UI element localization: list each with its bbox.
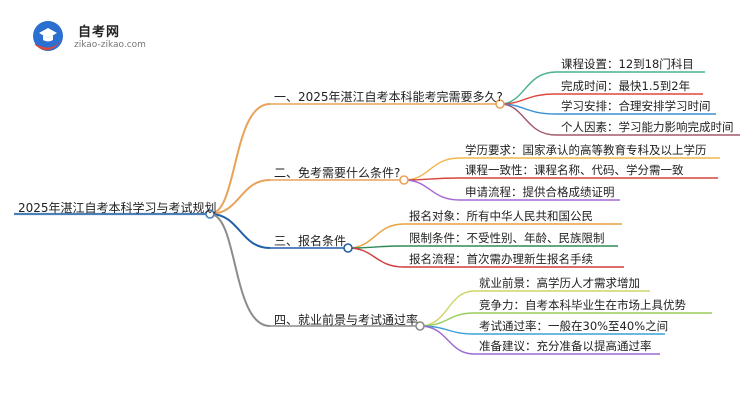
- connector-leaf-2-2: [403, 177, 718, 181]
- connector-leaf-4-2: [419, 312, 712, 327]
- connector-leaf-2-3: [403, 179, 620, 201]
- branch-registration[interactable]: 三、报名条件: [274, 234, 347, 248]
- branch-exemption[interactable]: 二、免考需要什么条件?: [274, 166, 401, 180]
- branch-1-node: [495, 99, 505, 109]
- site-logo[interactable]: 自考网 zikao-zikao.com: [30, 18, 170, 54]
- leaf-application-process[interactable]: 申请流程：提供合格成绩证明: [465, 185, 615, 199]
- branch-employment[interactable]: 四、就业前景与考试通过率: [274, 313, 419, 327]
- connector-leaf-1-4: [499, 103, 740, 136]
- branch-4-node: [415, 321, 425, 331]
- connector-leaf-3-2: [347, 245, 618, 249]
- leaf-preparation-advice[interactable]: 准备建议：充分准备以提高通过率: [479, 339, 652, 353]
- connector-leaf-3-3: [347, 247, 624, 268]
- branch-3-node: [343, 243, 353, 253]
- brand-url: zikao-zikao.com: [74, 40, 146, 50]
- leaf-employment-prospects[interactable]: 就业前景：高学历人才需求增加: [479, 276, 640, 290]
- leaf-education-requirement[interactable]: 学历要求：国家承认的高等教育专科及以上学历: [465, 143, 707, 157]
- leaf-pass-rate[interactable]: 考试通过率：一般在30%至40%之间: [479, 319, 669, 333]
- leaf-course-consistency[interactable]: 课程一致性：课程名称、代码、学分需一致: [465, 163, 684, 177]
- connector-leaf-1-2: [499, 93, 703, 105]
- mindmap-root[interactable]: 2025年湛江自考本科学习与考试规划: [18, 201, 217, 215]
- connector-branch-4: [209, 213, 271, 327]
- connector-branch-3: [209, 213, 271, 249]
- connector-leaf-4-1: [419, 290, 650, 327]
- leaf-competitiveness[interactable]: 竞争力：自考本科毕业生在市场上具优势: [479, 298, 686, 312]
- graduation-cap-icon: [33, 21, 63, 51]
- brand-name: 自考网: [78, 25, 121, 40]
- leaf-personal-factors[interactable]: 个人因素：学习能力影响完成时间: [561, 120, 734, 134]
- connector-leaf-1-3: [499, 103, 716, 115]
- leaf-registration-process[interactable]: 报名流程：首次需办理新生报名手续: [409, 252, 593, 266]
- connector-leaf-1-1: [499, 71, 705, 105]
- branch-duration[interactable]: 一、2025年湛江自考本科能考完需要多久?: [274, 90, 503, 104]
- connector-leaf-4-4: [419, 325, 660, 355]
- leaf-restrictions[interactable]: 限制条件：不受性别、年龄、民族限制: [409, 231, 605, 245]
- leaf-study-arrangement[interactable]: 学习安排：合理安排学习时间: [561, 99, 711, 113]
- connector-leaf-3-1: [347, 223, 622, 249]
- leaf-course-setting[interactable]: 课程设置：12到18门科目: [561, 57, 694, 71]
- root-node: [205, 209, 215, 219]
- connector-branch-1: [209, 103, 271, 215]
- branch-2-node: [399, 175, 409, 185]
- connector-branch-2: [209, 179, 271, 215]
- leaf-registration-target[interactable]: 报名对象：所有中华人民共和国公民: [409, 209, 593, 223]
- leaf-completion-time[interactable]: 完成时间：最快1.5到2年: [561, 79, 691, 93]
